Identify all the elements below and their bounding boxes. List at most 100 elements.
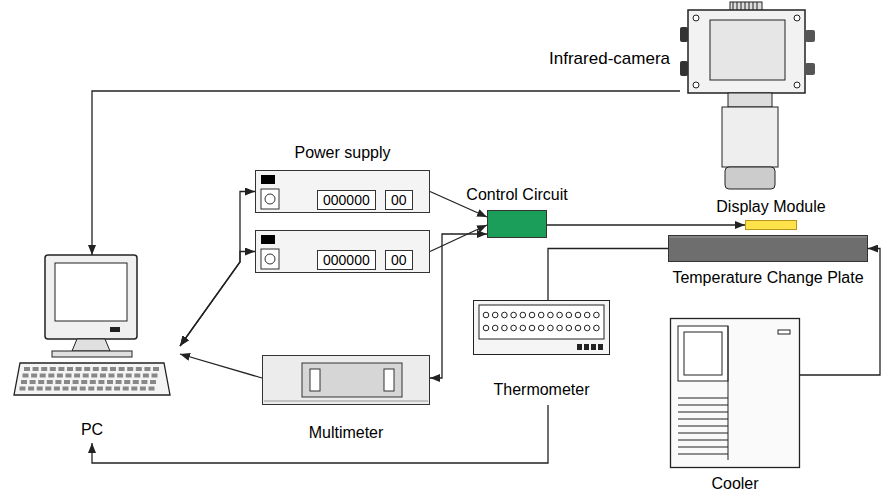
device-detail	[131, 387, 137, 391]
device-detail	[805, 30, 815, 42]
device-detail	[101, 367, 107, 371]
device-detail	[149, 387, 155, 391]
device-detail	[84, 367, 90, 371]
device-detail	[66, 374, 72, 378]
device-detail	[91, 374, 97, 378]
device-label: Multimeter	[309, 423, 384, 442]
device-detail	[88, 387, 94, 391]
device-detail	[548, 312, 554, 318]
device-detail	[584, 312, 590, 318]
device-detail	[678, 398, 728, 399]
device-detail	[728, 326, 729, 460]
device-detail	[33, 367, 39, 371]
device-label: Temperature Change Plate	[672, 268, 863, 287]
pc-computer: PC	[12, 255, 172, 400]
device-detail	[594, 312, 600, 318]
device-detail	[678, 433, 728, 434]
device-detail	[48, 374, 54, 378]
device-detail	[261, 235, 275, 244]
infrared-camera-drawing	[680, 5, 820, 190]
device-detail	[80, 387, 86, 391]
device-detail	[106, 387, 112, 391]
device-detail	[265, 254, 275, 264]
device-detail	[479, 305, 604, 339]
device-detail	[93, 367, 99, 371]
temperature-plate: Temperature Change Plate	[668, 235, 868, 262]
connector-arrow	[548, 249, 668, 301]
readout-digits: 000000	[317, 250, 376, 270]
device-detail	[50, 367, 56, 371]
device-detail	[63, 387, 69, 391]
device-detail	[538, 325, 544, 331]
device-label: Control Circuit	[466, 185, 567, 204]
device-detail	[693, 82, 699, 88]
device-detail	[669, 237, 867, 238]
device-label: Infrared-camera	[549, 49, 670, 68]
multimeter-device-drawing	[262, 355, 430, 405]
device-detail	[678, 419, 728, 420]
device-detail	[141, 380, 147, 384]
control-circuit: Control Circuit	[487, 210, 547, 238]
device-detail	[511, 325, 517, 331]
control-circuit-drawing	[487, 210, 547, 238]
device-detail	[100, 374, 106, 378]
device-detail	[483, 312, 489, 318]
device-label: PC	[81, 420, 103, 439]
device-detail	[584, 325, 590, 331]
device-detail	[256, 171, 430, 213]
device-detail	[529, 312, 535, 318]
device-label: Thermometer	[493, 380, 589, 399]
device-detail	[117, 374, 123, 378]
connector-arrow	[547, 224, 745, 225]
device-detail	[123, 387, 129, 391]
readout-digits: 00	[385, 250, 413, 270]
device-detail	[474, 301, 610, 355]
display-module: Display Module	[745, 220, 797, 230]
device-detail	[263, 356, 430, 405]
device-detail	[511, 312, 517, 318]
device-detail	[143, 374, 149, 378]
device-detail	[680, 61, 688, 76]
display-module-drawing	[745, 220, 797, 230]
connector-arrow	[92, 405, 548, 463]
device-detail	[74, 374, 80, 378]
device-detail	[21, 380, 27, 384]
device-detail	[684, 332, 722, 375]
device-detail	[310, 369, 320, 391]
device-detail	[127, 367, 133, 371]
device-detail	[76, 367, 82, 371]
device-detail	[575, 325, 581, 331]
device-label: Cooler	[711, 474, 758, 493]
device-detail	[126, 374, 132, 378]
device-detail	[678, 426, 728, 427]
pc-computer-drawing	[12, 255, 172, 400]
device-detail	[52, 351, 132, 357]
device-detail	[678, 412, 728, 413]
device-detail	[67, 367, 73, 371]
device-detail	[134, 374, 140, 378]
device-detail	[110, 327, 120, 332]
device-detail	[678, 405, 728, 406]
device-detail	[153, 367, 159, 371]
device-detail	[678, 440, 728, 441]
device-detail	[30, 380, 36, 384]
device-detail	[23, 374, 29, 378]
device-detail	[566, 312, 572, 318]
device-detail	[488, 211, 547, 238]
device-detail	[119, 367, 125, 371]
connector-arrow	[180, 252, 255, 347]
device-detail	[24, 367, 30, 371]
device-detail	[529, 325, 535, 331]
device-detail	[58, 367, 64, 371]
device-detail	[136, 367, 142, 371]
device-detail	[693, 15, 699, 21]
thermometer-device-drawing	[473, 300, 610, 355]
temperature-plate-drawing	[668, 235, 868, 262]
device-detail	[302, 363, 402, 397]
device-detail	[594, 325, 600, 331]
cooler-unit: Cooler	[670, 318, 800, 468]
device-detail	[144, 367, 150, 371]
device-detail	[577, 344, 582, 350]
device-detail	[37, 387, 43, 391]
device-detail	[538, 312, 544, 318]
